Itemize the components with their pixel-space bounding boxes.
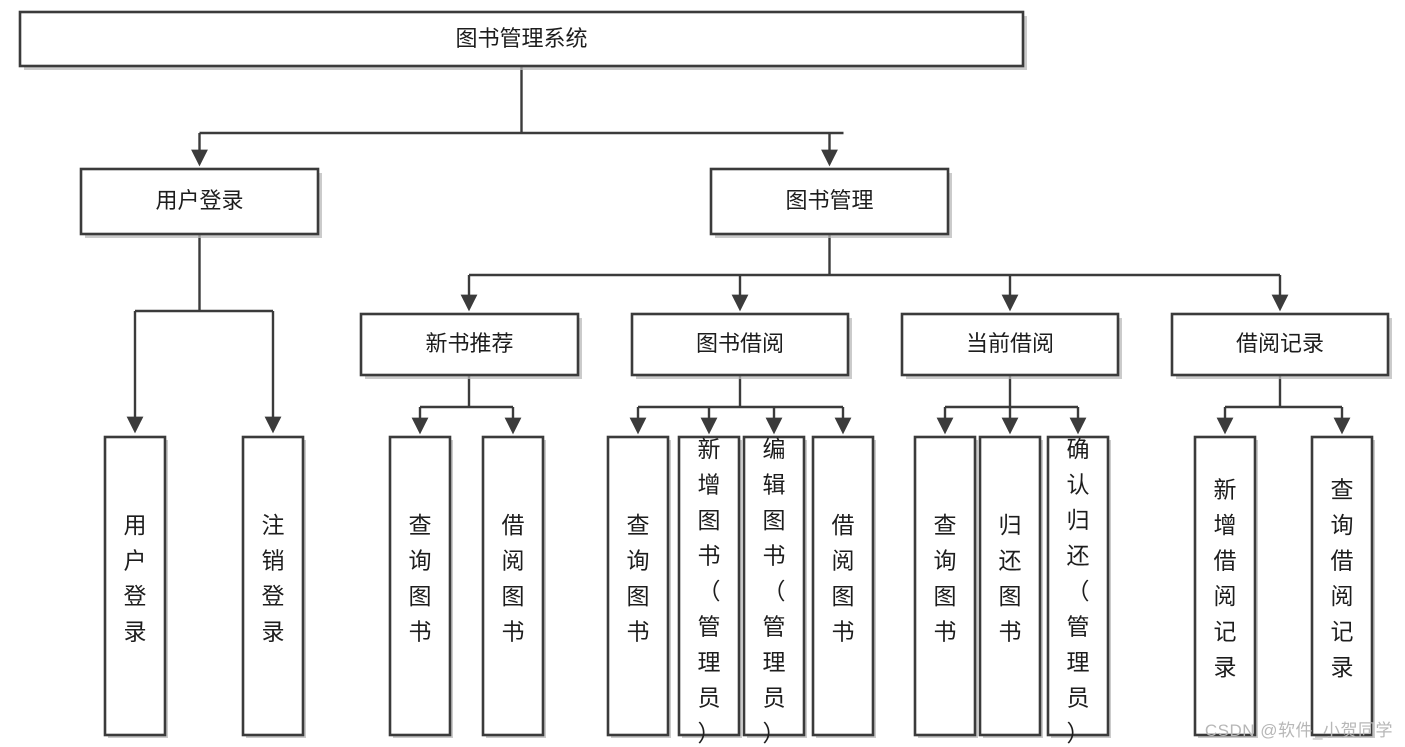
leaf-user-login-box (103, 435, 167, 737)
leaf-confirm-return-admin-box (1046, 435, 1110, 737)
node-leaf-borrow-book-rec[interactable]: 借阅图书 (481, 435, 546, 738)
leaf-query-book-current-box (913, 435, 977, 737)
leaf-add-borrow-record-label: 新增借阅记录 (1214, 476, 1237, 680)
node-leaf-add-borrow-record[interactable]: 新增借阅记录 (1193, 435, 1258, 738)
leaf-borrow-book-box (811, 435, 875, 737)
node-leaf-edit-book-admin[interactable]: 编辑图书（管理员） (742, 435, 807, 746)
node-book-manage[interactable]: 图书管理 (709, 167, 952, 238)
leaf-edit-book-admin-box (742, 435, 806, 737)
node-leaf-query-book-rec[interactable]: 查询图书 (388, 435, 453, 738)
leaf-logout-label: 注销登录 (262, 512, 285, 645)
leaf-query-book-current-label: 查询图书 (934, 512, 957, 645)
node-leaf-query-book-current[interactable]: 查询图书 (913, 435, 978, 738)
leaf-borrow-book-rec-label: 借阅图书 (502, 512, 525, 645)
leaf-edit-book-admin-label: 编辑图书（管理员） (763, 436, 786, 746)
leaf-add-book-admin-box (677, 435, 741, 737)
node-borrow-record[interactable]: 借阅记录 (1170, 312, 1392, 379)
node-leaf-return-book[interactable]: 归还图书 (978, 435, 1043, 738)
leaf-query-book-borrow-box (606, 435, 670, 737)
node-leaf-add-book-admin[interactable]: 新增图书（管理员） (677, 435, 742, 746)
leaf-confirm-return-admin-label: 确认归还（管理员） (1067, 436, 1090, 746)
leaf-return-book-box (978, 435, 1042, 737)
node-leaf-query-borrow-record[interactable]: 查询借阅记录 (1310, 435, 1375, 738)
book-manage-label: 图书管理 (785, 188, 873, 213)
leaf-borrow-book-rec-box (481, 435, 545, 737)
node-leaf-borrow-book[interactable]: 借阅图书 (811, 435, 876, 738)
current-borrow-label: 当前借阅 (966, 331, 1054, 356)
leaf-borrow-book-label: 借阅图书 (832, 512, 855, 645)
node-leaf-user-login[interactable]: 用户登录 (103, 435, 168, 738)
root-box (18, 10, 1025, 68)
borrow-record-box (1170, 312, 1390, 377)
user-login-box (79, 167, 320, 236)
node-user-login[interactable]: 用户登录 (79, 167, 322, 238)
leaf-logout-box (241, 435, 305, 737)
node-new-book-recommend[interactable]: 新书推荐 (359, 312, 582, 379)
node-current-borrow[interactable]: 当前借阅 (900, 312, 1122, 379)
book-manage-box (709, 167, 950, 236)
node-leaf-confirm-return-admin[interactable]: 确认归还（管理员） (1046, 435, 1111, 746)
current-borrow-box (900, 312, 1120, 377)
root-label: 图书管理系统 (455, 26, 587, 51)
leaf-return-book-label: 归还图书 (999, 512, 1022, 645)
leaf-add-book-admin-label: 新增图书（管理员） (698, 436, 721, 746)
borrow-record-label: 借阅记录 (1236, 331, 1324, 356)
book-borrow-label: 图书借阅 (696, 331, 784, 356)
leaf-query-book-borrow-label: 查询图书 (627, 512, 650, 645)
leaf-query-borrow-record-box (1310, 435, 1374, 737)
leaf-user-login-label: 用户登录 (124, 512, 147, 645)
leaf-layer: 用户登录 注销登录 查询图书 借阅图书 查询图书 新增图书（管理员） 编辑图书（管理员） 借阅… (103, 435, 1375, 746)
user-login-label: 用户登录 (155, 188, 243, 213)
node-leaf-logout[interactable]: 注销登录 (241, 435, 306, 738)
connector-layer (126, 66, 1351, 435)
node-book-borrow[interactable]: 图书借阅 (630, 312, 852, 379)
book-borrow-box (630, 312, 850, 377)
leaf-query-book-rec-label: 查询图书 (409, 512, 432, 645)
node-root[interactable]: 图书管理系统 (18, 10, 1027, 70)
node-leaf-query-book-borrow[interactable]: 查询图书 (606, 435, 671, 738)
new-book-recommend-label: 新书推荐 (425, 331, 513, 356)
leaf-query-borrow-record-label: 查询借阅记录 (1331, 476, 1354, 680)
leaf-add-borrow-record-box (1193, 435, 1257, 737)
leaf-query-book-rec-box (388, 435, 452, 737)
new-book-recommend-box (359, 312, 580, 377)
